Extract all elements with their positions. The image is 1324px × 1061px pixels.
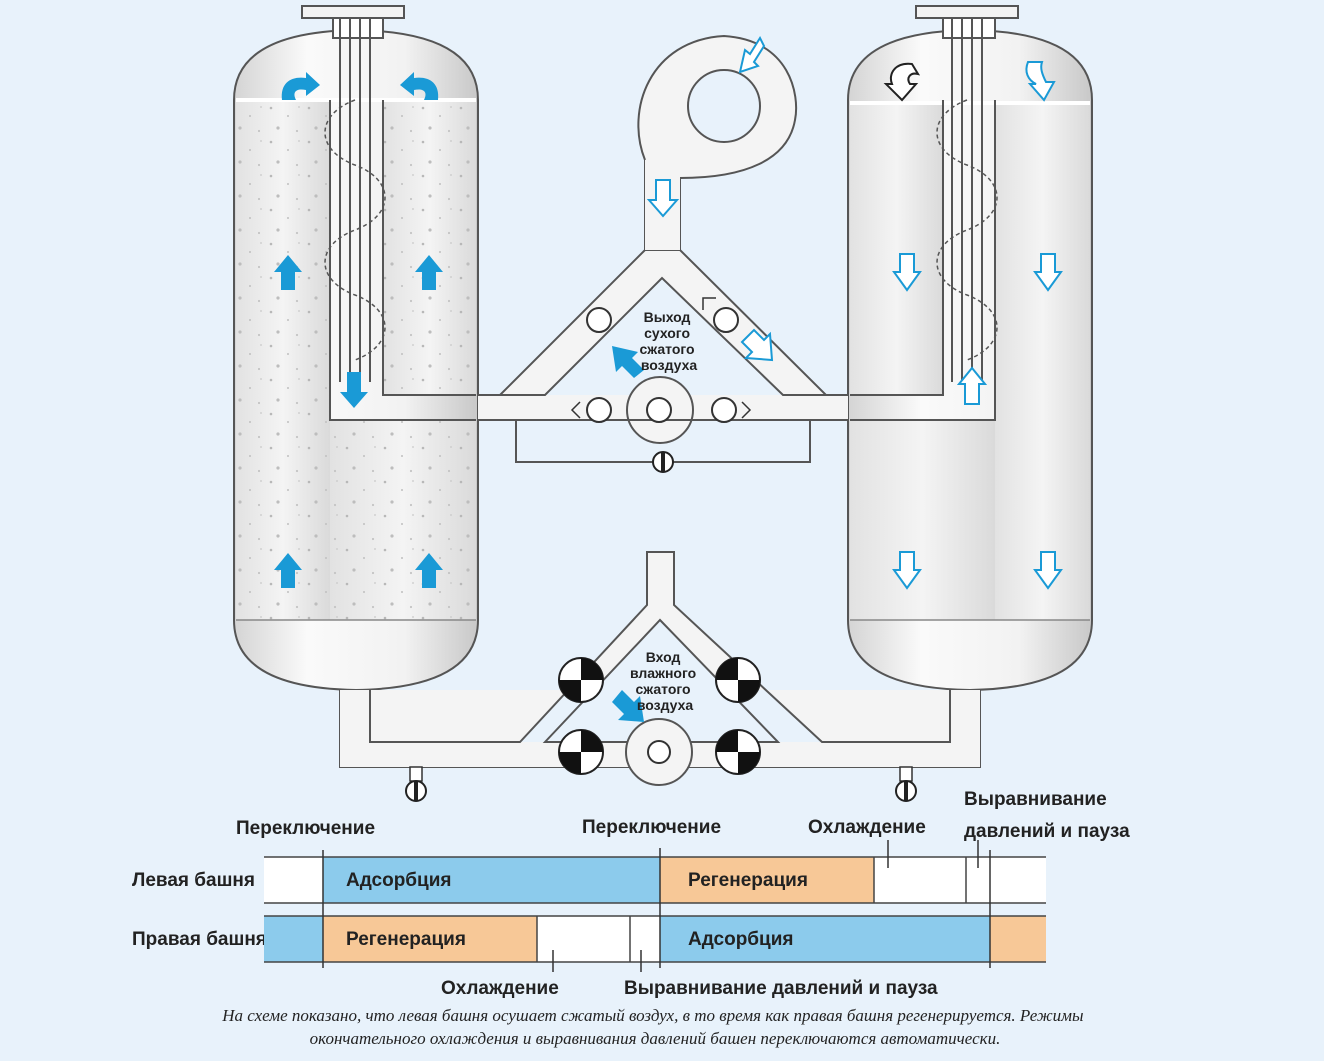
left-tower-label: Левая башня (132, 870, 255, 891)
up-arrow-icon (274, 553, 302, 588)
drain-left (405, 766, 427, 802)
left-tower (233, 28, 479, 692)
curved-arrow-icon (1025, 61, 1056, 102)
equalize-label-bottom: Выравнивание давлений и пауза (624, 978, 938, 999)
switch-label-left: Переключение (236, 818, 375, 839)
right-adsorption-bar (660, 916, 990, 962)
right-regeneration-text: Регенерация (346, 929, 466, 950)
down-arrow-icon (340, 372, 368, 408)
up-arrow-icon (274, 255, 302, 290)
equalize-label-top: Выравнивание давлений и пауза (964, 789, 1130, 842)
upper-manifold (478, 34, 848, 473)
left-regeneration-text: Регенерация (688, 870, 808, 891)
diagram-caption: На схеме показано, что левая башня осуша… (221, 1006, 1088, 1048)
curved-arrow-icon (400, 72, 439, 100)
wet-air-inlet-label: Вход влажного сжатого воздуха (630, 649, 700, 713)
diagonal-arrow-icon (612, 690, 644, 722)
down-arrow-icon (1033, 253, 1063, 292)
right-adsorption-start-bar (264, 916, 323, 962)
diagonal-arrow-icon (612, 346, 644, 378)
up-arrow-icon (956, 366, 988, 405)
cycle-timeline: Переключение Переключение Охлаждение Выр… (132, 789, 1130, 999)
switch-label-mid: Переключение (582, 817, 721, 838)
flow-arrows (274, 35, 1063, 722)
left-adsorption-text: Адсорбция (346, 870, 452, 891)
left-regeneration-bar (660, 857, 874, 903)
up-arrow-icon (415, 553, 443, 588)
cooling-label-bottom: Охлаждение (441, 978, 559, 999)
curved-arrow-icon (883, 62, 921, 102)
diagonal-arrow-icon (738, 35, 766, 74)
valve-right-lower (715, 729, 761, 775)
curved-arrow-icon (281, 72, 320, 100)
drain-right (895, 766, 917, 802)
right-tower-label: Правая башня (132, 929, 267, 950)
down-arrow-icon (892, 253, 922, 292)
right-regeneration-next-bar (990, 916, 1046, 962)
valve-right-upper (715, 657, 761, 703)
diagonal-arrow-icon (740, 328, 774, 362)
dry-air-outlet-label: Выход сухого сжатого воздуха (640, 309, 699, 373)
left-heater (301, 5, 405, 382)
right-heater (915, 5, 1019, 382)
right-tower (847, 28, 1093, 692)
down-arrow-icon (646, 179, 680, 218)
left-adsorption-bar (323, 857, 660, 903)
right-adsorption-text: Адсорбция (688, 929, 794, 950)
lower-manifold (339, 551, 981, 802)
valve-left-lower (558, 729, 604, 775)
down-arrow-icon (1033, 551, 1063, 590)
cooling-label-top: Охлаждение (808, 817, 926, 838)
right-regeneration-bar (323, 916, 537, 962)
valve-left-upper (558, 657, 604, 703)
down-arrow-icon (892, 551, 922, 590)
up-arrow-icon (415, 255, 443, 290)
